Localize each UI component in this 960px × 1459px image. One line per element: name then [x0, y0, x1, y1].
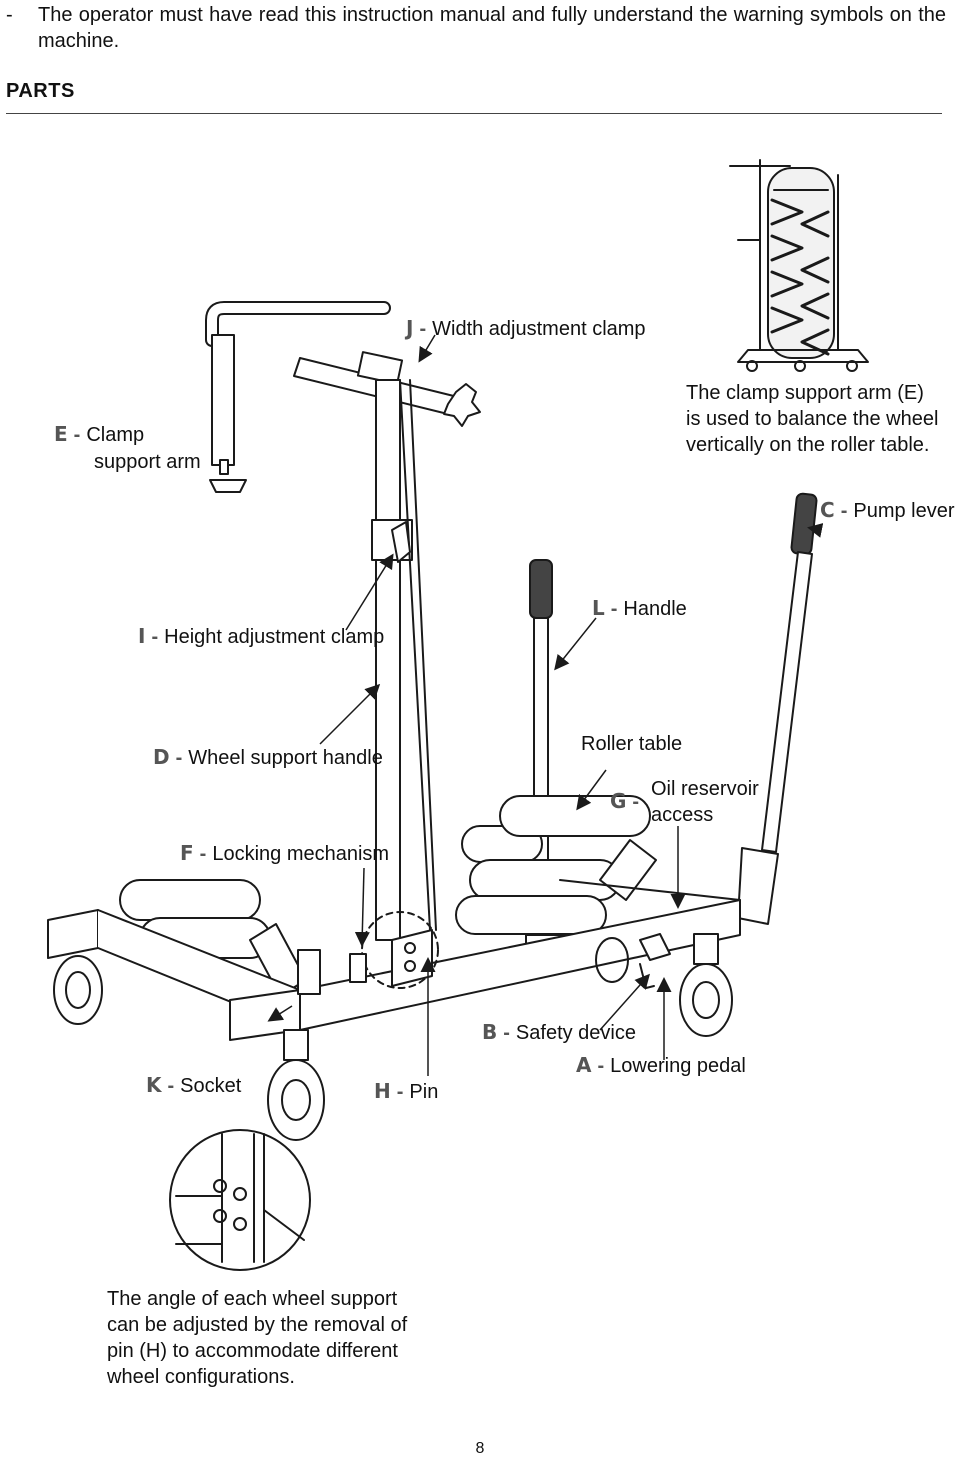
leader-lines	[267, 334, 824, 1076]
pump-lever-drawing	[737, 492, 818, 925]
label-wheel-support-handle: D-Wheel support handle	[153, 745, 383, 769]
caster-wheels-drawing	[53, 933, 733, 1141]
label-clamp-support-arm: E-Clamp	[54, 422, 145, 446]
label-pump-lever: C-Pump lever	[820, 498, 955, 522]
label-locking-mechanism: F-Locking mechanism	[180, 841, 390, 865]
label-socket: K-Socket	[146, 1073, 242, 1097]
label-safety-device: B-Safety device	[482, 1020, 636, 1044]
label-height-adjustment-clamp: I-Height adjustment clamp	[138, 624, 385, 648]
magnified-detail-drawing	[169, 1129, 311, 1271]
intro-paragraph: - The operator must have read this instr…	[6, 2, 946, 54]
page-number: 8	[475, 1440, 485, 1457]
intro-text: The operator must have read this instruc…	[38, 4, 946, 52]
label-oil-reservoir-text: Oil reservoir access	[651, 778, 759, 826]
label-clamp-support-arm-line2: support arm	[94, 451, 201, 473]
clamp-support-arm-drawing	[205, 301, 391, 493]
label-pin: H-Pin	[374, 1079, 439, 1103]
section-title: PARTS	[6, 80, 75, 102]
label-oil-reservoir: G-	[610, 789, 640, 813]
tire-illustration	[729, 159, 869, 372]
label-lowering-pedal: A-Lowering pedal	[576, 1053, 746, 1077]
section-divider	[6, 113, 942, 114]
note-clamp-support: The clamp support arm (E) is used to bal…	[686, 382, 939, 456]
label-handle: L-Handle	[592, 596, 687, 620]
mast-drawing	[371, 379, 437, 941]
label-roller-table: Roller table	[581, 733, 683, 755]
note-wheel-support-angle: The angle of each wheel support can be a…	[107, 1288, 408, 1388]
label-width-adjustment-clamp: J-Width adjustment clamp	[406, 316, 646, 340]
intro-bullet: -	[6, 4, 13, 26]
roller-table-drawing	[119, 795, 657, 997]
pin-detail-drawing	[349, 911, 439, 989]
